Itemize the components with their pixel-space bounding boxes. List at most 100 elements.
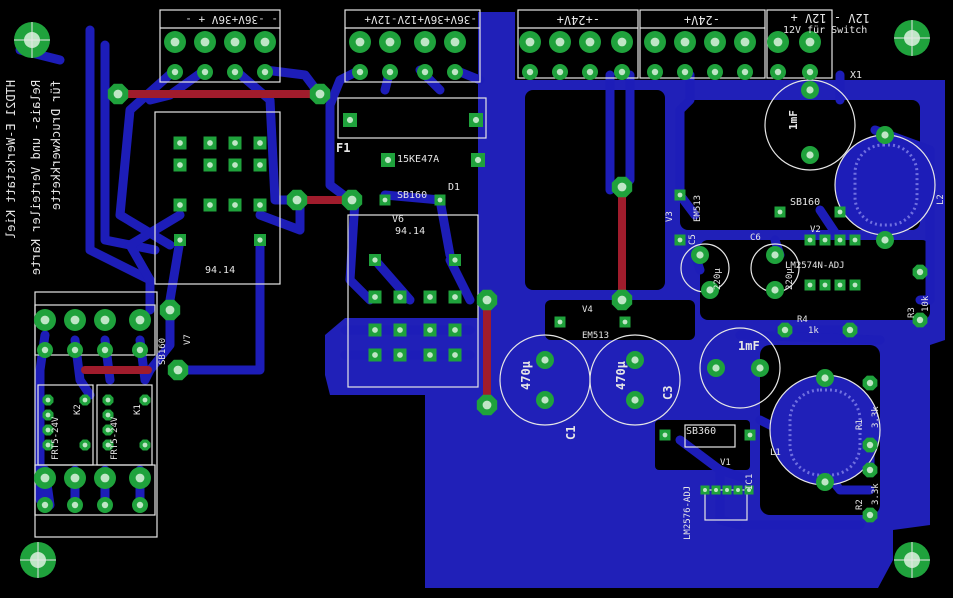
terminal-pin-hole	[201, 68, 209, 76]
ic-pad-hole	[807, 282, 813, 288]
label-conn-top-m24: -24V+	[684, 13, 720, 27]
cap-pad-hole	[541, 356, 549, 364]
relay-pad-hole	[427, 294, 433, 300]
via-pad-hole	[482, 400, 492, 410]
terminal-pin-hole	[356, 68, 364, 76]
label-r4-value: 1k	[808, 326, 819, 336]
terminal-pad-hole	[450, 37, 460, 47]
cap-pad-hole	[806, 151, 814, 159]
terminal-pin-hole	[806, 68, 814, 76]
relay-pad-hole	[452, 327, 458, 333]
pads-layer	[34, 31, 928, 523]
terminal-pin-hole	[71, 501, 79, 509]
resistor-pad-hole	[866, 379, 874, 387]
label-v3: V3	[665, 211, 675, 222]
label-r2-value: 3.3k	[871, 483, 881, 505]
cap-pad-hole	[771, 251, 779, 259]
relay-k-pad-hole	[142, 397, 148, 403]
terminal-pin-hole	[101, 501, 109, 509]
terminal-pad-hole	[710, 37, 720, 47]
terminal-pin-hole	[618, 68, 626, 76]
relay-pad-hole	[177, 162, 183, 168]
cap-pad-hole	[631, 396, 639, 404]
terminal-pad-hole	[555, 37, 565, 47]
silk-labels: - -36V+36V + - -36V+36V+12V-12V+ -+24V+ …	[4, 11, 946, 540]
label-v7-value: SB160	[158, 338, 168, 365]
terminal-pad-hole	[805, 37, 815, 47]
terminal-pad-hole	[170, 37, 180, 47]
relay-pad-hole	[232, 162, 238, 168]
label-v5-value: SB160	[397, 190, 427, 201]
relay-pad-hole	[207, 140, 213, 146]
ic1-pad-hole	[747, 488, 751, 492]
relay-coil-pad-hole	[372, 257, 378, 263]
label-c5: C5	[688, 234, 698, 245]
label-c3-value: 470µ	[614, 361, 628, 390]
ic-pad-hole	[852, 237, 858, 243]
terminal-pad-hole	[260, 37, 270, 47]
label-conn-top-left: - -36V+36V + -	[185, 13, 278, 26]
label-c1-value: 470µ	[519, 361, 533, 390]
via-pad-hole	[617, 182, 627, 192]
diode-pad-hole	[557, 319, 563, 325]
terminal-pad-hole	[230, 37, 240, 47]
terminal-pin-hole	[741, 68, 749, 76]
terminal-pin-hole	[526, 68, 534, 76]
via-pad-hole	[165, 305, 175, 315]
relay-pad-hole	[177, 140, 183, 146]
relay-k-pad-hole	[45, 442, 51, 448]
terminal-pad-hole	[740, 37, 750, 47]
inductor-pad-hole	[881, 236, 889, 244]
ic1-pad-hole	[725, 488, 729, 492]
resistor-pad-hole	[916, 316, 924, 324]
inductor-pad-hole	[881, 131, 889, 139]
ic-pad-hole	[852, 282, 858, 288]
terminal-pin-hole	[101, 346, 109, 354]
label-k2: K2	[73, 404, 83, 415]
label-conn-top-mid: -36V+36V+12V-12V+	[364, 13, 477, 26]
cap-pad-hole	[806, 86, 814, 94]
resistor-pad-hole	[846, 326, 854, 334]
label-conn-top-24: -+24V+	[557, 13, 600, 27]
relay-pad-hole	[397, 294, 403, 300]
label-v6: V6	[392, 214, 404, 225]
via-pad-hole	[113, 89, 123, 99]
relay-pad-hole	[257, 202, 263, 208]
cap-pad-hole	[756, 364, 764, 372]
terminal-pin-hole	[586, 68, 594, 76]
relay-pad-hole	[232, 202, 238, 208]
relay-pad-hole	[257, 140, 263, 146]
label-v1: V1	[720, 458, 731, 468]
relay-k-pad-hole	[82, 397, 88, 403]
label-c1: C1	[564, 426, 578, 440]
silkscreen	[34, 9, 856, 538]
label-r3: R3	[907, 307, 917, 318]
label-v4: V4	[582, 305, 593, 315]
resistor-pad-hole	[916, 268, 924, 276]
label-d1: D1	[448, 182, 460, 193]
terminal-pad-hole	[585, 37, 595, 47]
label-r3-value: 10k	[921, 295, 931, 312]
resistor-pad-hole	[781, 326, 789, 334]
terminal-pin-hole	[774, 68, 782, 76]
relay-k-pad-hole	[105, 427, 111, 433]
via-pad-hole	[315, 89, 325, 99]
terminal-pad-hole	[650, 37, 660, 47]
via-pad-hole	[347, 195, 357, 205]
relay-coil-pad-hole	[257, 237, 263, 243]
label-relay-2: 94.14	[395, 226, 425, 237]
terminal-pad-hole	[420, 37, 430, 47]
terminal-pad-hole	[135, 473, 145, 483]
cap-pad-hole	[712, 364, 720, 372]
fuse-pad-hole	[384, 156, 392, 164]
diode-pad-hole	[777, 209, 783, 215]
terminal-pad-hole	[385, 37, 395, 47]
mirror-text-1: HTD21 E-Werkstatt Kiel	[4, 80, 18, 239]
mirror-text-2: Relais- und Verteiler Karte	[29, 80, 43, 275]
label-v7: V7	[183, 334, 193, 345]
terminal-pin-hole	[231, 68, 239, 76]
label-l1: L1	[770, 448, 781, 458]
label-k1-value: FRT5-24V	[110, 416, 120, 460]
relay-pad-hole	[257, 162, 263, 168]
